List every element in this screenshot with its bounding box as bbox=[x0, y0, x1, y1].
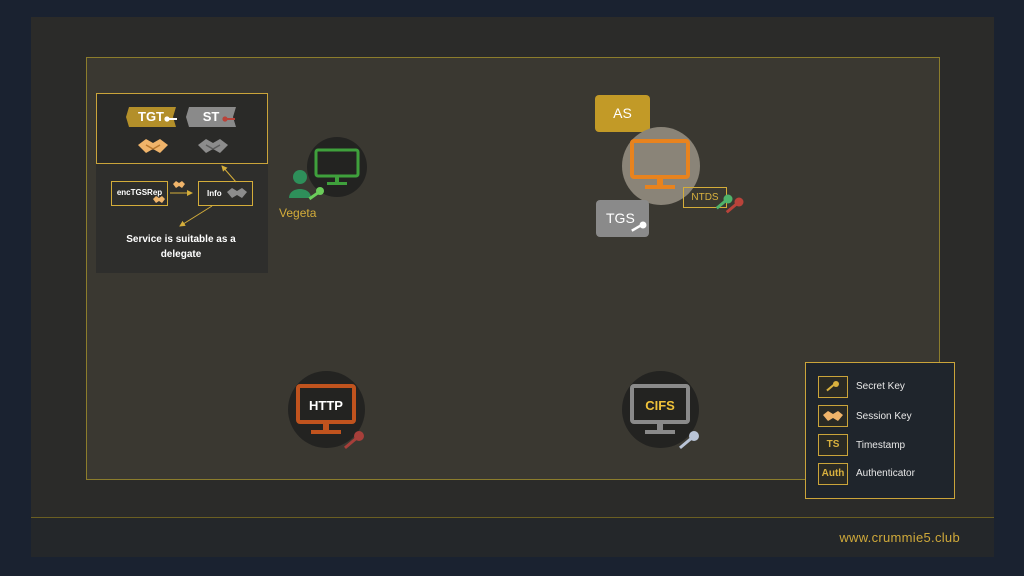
key-icon bbox=[343, 431, 364, 450]
enc-tgs-rep-box: encTGSRep bbox=[111, 181, 168, 206]
authenticator-icon-text: Auth bbox=[821, 468, 845, 479]
legend-session-key-label: Session Key bbox=[856, 411, 912, 422]
key-icon bbox=[678, 431, 699, 450]
monitor-icon bbox=[314, 148, 360, 185]
handshake-icon bbox=[153, 196, 165, 203]
info-box: Info bbox=[198, 181, 253, 206]
service-delegate-text: Service is suitable as a delegate bbox=[126, 234, 236, 260]
tgt-label: TGT bbox=[138, 109, 164, 124]
ntds-label: NTDS bbox=[691, 192, 719, 203]
timestamp-icon-text: TS bbox=[826, 439, 840, 450]
key-icon bbox=[164, 116, 177, 122]
ticket-panel-header bbox=[96, 93, 268, 164]
as-box: AS bbox=[595, 95, 650, 132]
key-icon bbox=[725, 197, 744, 214]
footer-url: www.crummie5.club bbox=[839, 530, 960, 545]
st-ticket: ST bbox=[186, 107, 236, 127]
handshake-icon bbox=[227, 188, 247, 198]
tgs-box: TGS bbox=[596, 200, 649, 237]
monitor-icon bbox=[630, 139, 690, 189]
legend-secret-key-label: Secret Key bbox=[856, 381, 905, 392]
monitor-icon bbox=[630, 384, 690, 434]
handshake-icon bbox=[198, 139, 228, 153]
tgs-label: TGS bbox=[606, 210, 635, 226]
cifs-label: CIFS bbox=[645, 398, 675, 413]
handshake-icon bbox=[173, 181, 185, 188]
key-icon bbox=[222, 116, 235, 122]
legend-authenticator-label: Authenticator bbox=[856, 468, 915, 479]
tgt-ticket: TGT bbox=[126, 107, 176, 127]
handshake-icon bbox=[138, 139, 168, 153]
legend-authenticator-swatch: Auth bbox=[818, 463, 848, 485]
user-icon bbox=[289, 170, 311, 198]
key-icon bbox=[631, 221, 647, 232]
http-label: HTTP bbox=[309, 398, 343, 413]
enc-tgs-rep-label: encTGSRep bbox=[116, 188, 163, 197]
as-label: AS bbox=[613, 105, 632, 121]
monitor-icon bbox=[296, 384, 356, 434]
legend-timestamp-label: Timestamp bbox=[856, 440, 906, 451]
key-icon bbox=[715, 194, 733, 210]
legend-timestamp-swatch: TS bbox=[818, 434, 848, 456]
legend-session-key-swatch bbox=[818, 405, 848, 427]
key-icon bbox=[308, 187, 324, 201]
st-label: ST bbox=[202, 109, 220, 124]
key-icon bbox=[826, 381, 839, 392]
handshake-icon bbox=[823, 411, 843, 421]
user-label: Vegeta bbox=[279, 206, 317, 220]
legend: Secret Key Session Key TS Timestamp Auth… bbox=[805, 362, 955, 499]
panel-arrows bbox=[170, 165, 237, 227]
footer-bar: www.crummie5.club bbox=[31, 517, 994, 557]
legend-key-swatch bbox=[818, 376, 848, 398]
info-label: Info bbox=[207, 189, 222, 198]
